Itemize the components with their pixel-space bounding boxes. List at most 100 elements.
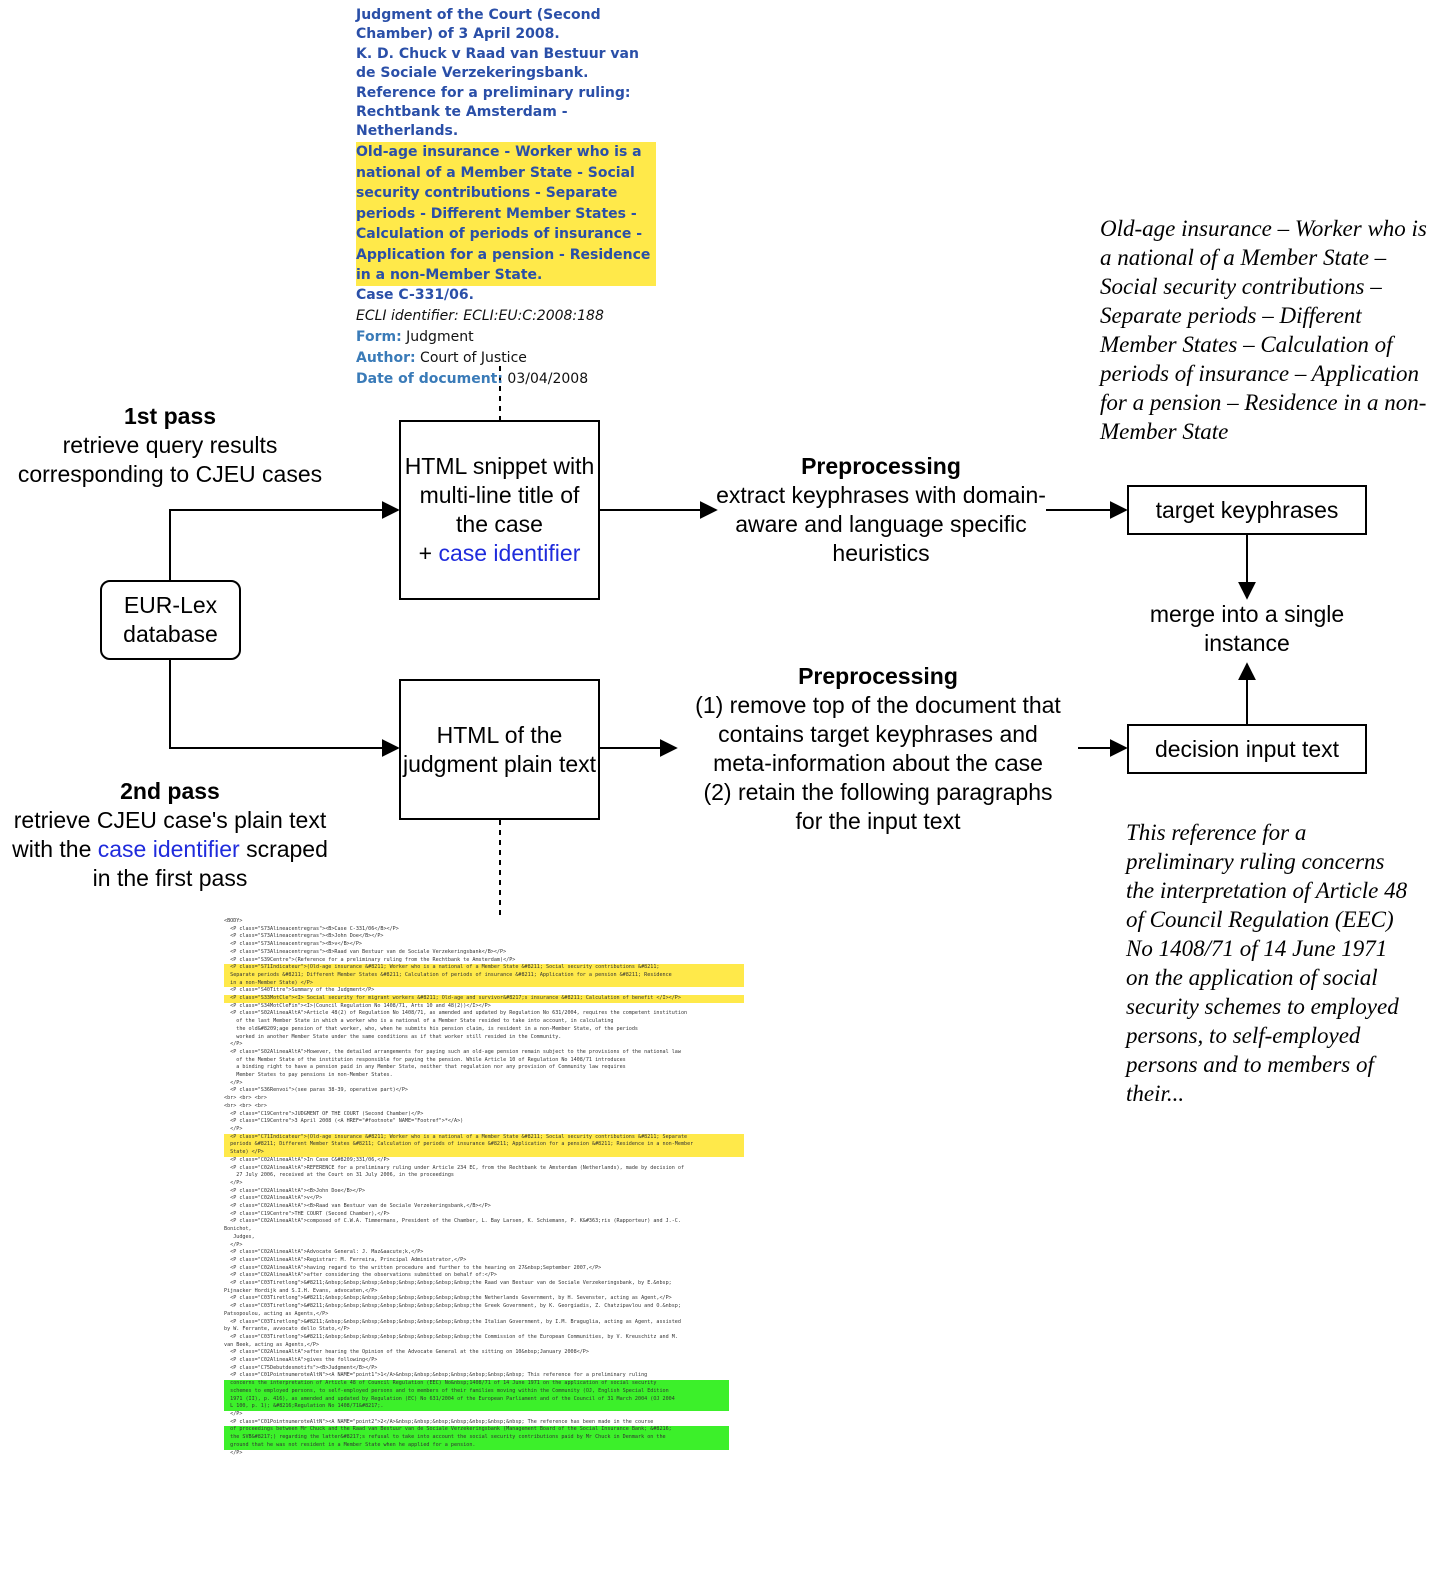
first-pass-title: 1st pass bbox=[123, 403, 217, 429]
code-line: </P> bbox=[224, 1241, 243, 1248]
preprocessing-1-title: Preprocessing bbox=[801, 453, 961, 479]
code-line: Member States to pay pensions in non-Mem… bbox=[224, 1072, 393, 1079]
snippet-ecli: ECLI identifier: ECLI:EU:C:2008:188 bbox=[356, 307, 604, 324]
preprocessing-2-line-4: (2) retain the following paragraphs bbox=[703, 779, 1053, 805]
code-line: van Beek, acting as Agents,</P> bbox=[224, 1341, 320, 1348]
code-line: <P class="C02AlineaAltA">after consideri… bbox=[224, 1272, 497, 1279]
snippet-title-line-1: Judgment of the Court (Second Chamber) o… bbox=[356, 7, 601, 42]
code-line: <P class="C02AlineaAltA">Advocate Genera… bbox=[224, 1249, 424, 1256]
first-pass-label: 1st pass retrieve query results correspo… bbox=[0, 402, 340, 489]
code-line: </P> bbox=[224, 1179, 243, 1186]
snippet-case-number: Case C-331/06. bbox=[356, 286, 474, 303]
code-line: of the Member State of the institution r… bbox=[224, 1056, 626, 1063]
code-line: <P class="C01PointnumeroteAltN"><A NAME=… bbox=[224, 1372, 648, 1379]
code-line: </P> bbox=[224, 1411, 243, 1417]
code-line: <P class="C75Debutdesmotifs"><B>Judgment… bbox=[224, 1364, 378, 1371]
target-keyphrases-node: target keyphrases bbox=[1127, 485, 1367, 535]
code-line: </P> bbox=[224, 1079, 243, 1086]
snippet-author: Author: Court of Justice bbox=[356, 349, 527, 366]
code-line: <P class="C02AlineaAltA"><B>John Doe</B>… bbox=[224, 1187, 366, 1194]
html-snippet-excerpt: Judgment of the Court (Second Chamber) o… bbox=[356, 6, 656, 390]
code-line: <br> <br> <br> bbox=[224, 1095, 267, 1102]
html-plaintext-node: HTML of the judgment plain text bbox=[399, 679, 600, 820]
code-line: Pijnacker Hordijk and S.I.H. Evans, advo… bbox=[224, 1287, 378, 1294]
code-line: worked in another Member State under the… bbox=[224, 1033, 562, 1040]
code-line: <P class="S02AlineaAltA">However, the de… bbox=[224, 1048, 681, 1055]
code-line: <P class="C02AlineaAltA">Registrar: M. F… bbox=[224, 1256, 467, 1263]
code-line: Judges, bbox=[224, 1233, 255, 1240]
code-line: <P class="C71Indicateur">(Old-age insura… bbox=[224, 1133, 744, 1142]
snippet-keyphrases-highlight: Old-age insurance - Worker who is a nati… bbox=[356, 142, 656, 286]
eurlex-database-node: EUR-Lex database bbox=[100, 580, 241, 660]
code-line: <P class="C19Centre">JUDGMENT OF THE COU… bbox=[224, 1110, 424, 1117]
code-line: by W. Ferrante, avvocato dello Stato,</P… bbox=[224, 1326, 350, 1333]
code-line: <P class="S40Titre">Summary of the Judgm… bbox=[224, 987, 375, 994]
code-line: <P class="S71Indicateur">(Old-age insura… bbox=[224, 964, 744, 972]
code-line: <P class="C19Centre">3 April 2008 (<A HR… bbox=[224, 1118, 464, 1125]
code-line: <P class="C02AlineaAltA">REFERENCE for a… bbox=[224, 1164, 685, 1171]
code-line: periods &#8211; Different Member States … bbox=[224, 1141, 744, 1150]
code-line: <P class="S02AlineaAltA">Article 48(2) o… bbox=[224, 1010, 688, 1017]
preprocessing-2-line-3: meta-information about the case bbox=[713, 750, 1043, 776]
preprocessing-2-line-5: for the input text bbox=[795, 808, 961, 834]
code-line: <P class="C03Tiretlong">&#8211;&nbsp;&nb… bbox=[224, 1280, 672, 1287]
preprocessing-1-text: extract keyphrases with domain-aware and… bbox=[716, 482, 1046, 566]
code-line: Bonichot, bbox=[224, 1226, 252, 1233]
code-line: <P class="C02AlineaAltA">after hearing t… bbox=[224, 1349, 589, 1356]
code-line: State) </P> bbox=[224, 1149, 744, 1157]
preprocessing-2-line-1: (1) remove top of the document that bbox=[695, 692, 1061, 718]
code-line: 1971 (II), p. 416), as amended and updat… bbox=[224, 1395, 729, 1404]
code-line: <P class="S73Alineacentregras"><B>Raad v… bbox=[224, 948, 507, 955]
code-line: a binding right to have a pension paid i… bbox=[224, 1064, 626, 1071]
preprocessing-keyphrases-label: Preprocessing extract keyphrases with do… bbox=[716, 452, 1046, 568]
code-line: <P class="S36Renvoi">(see paras 38-39, o… bbox=[224, 1087, 409, 1094]
html-snippet-node-identifier: + case identifier bbox=[418, 540, 581, 566]
decision-input-node: decision input text bbox=[1127, 724, 1367, 774]
arrow-eurlex-to-plaintext bbox=[169, 660, 400, 757]
code-line: <P class="S73Alineacentregras"><B>Case C… bbox=[224, 925, 399, 932]
code-line: <P class="C02AlineaAltA">gives the follo… bbox=[224, 1357, 378, 1364]
code-line: 27 July 2006, received at the Court on 3… bbox=[224, 1172, 455, 1179]
code-line: <P class="C03Tiretlong">&#8211;&nbsp;&nb… bbox=[224, 1318, 681, 1325]
html-snippet-node: HTML snippet with multi-line title of th… bbox=[399, 420, 600, 600]
html-snippet-node-text: HTML snippet with multi-line title of th… bbox=[404, 453, 595, 537]
code-line: <P class="S39Centre">(Reference for a pr… bbox=[224, 956, 516, 963]
code-line: ground that he was not resident in a Mem… bbox=[224, 1441, 729, 1450]
code-line: <P class="C03Tiretlong">&#8211;&nbsp;&nb… bbox=[224, 1295, 672, 1302]
second-pass-label: 2nd pass retrieve CJEU case's plain text… bbox=[0, 777, 340, 893]
code-line: of proceedings between Mr Chuck and the … bbox=[224, 1426, 729, 1435]
code-line: L 100, p. 1); &#8216;Regulation No 1408/… bbox=[224, 1403, 729, 1411]
keyphrases-example-text: Old-age insurance – Worker who is a nati… bbox=[1100, 216, 1427, 444]
first-pass-text: retrieve query results corresponding to … bbox=[17, 432, 323, 487]
code-line: <BODY> bbox=[224, 918, 243, 924]
code-line: <br> <br> <br> bbox=[224, 1102, 267, 1109]
code-line: <P class="S34MotCleFin"><I>(Council Regu… bbox=[224, 1002, 491, 1009]
preprocessing-input-label: Preprocessing (1) remove top of the docu… bbox=[678, 662, 1078, 836]
snippet-date: Date of document: 03/04/2008 bbox=[356, 370, 589, 387]
code-line: <P class="C02AlineaAltA"><B>Raad van Bes… bbox=[224, 1203, 491, 1210]
code-line: <P class="C02AlineaAltA">v</P> bbox=[224, 1195, 323, 1202]
code-line: <P class="S73Alineacentregras"><B>v</B><… bbox=[224, 941, 363, 948]
code-line: <P class="C19Centre">THE COURT (Second C… bbox=[224, 1210, 390, 1217]
code-line: Separate periods &#8211; Different Membe… bbox=[224, 971, 744, 980]
code-line: in a non-Member State) </P> bbox=[224, 979, 744, 988]
code-line: Patsopoulou, acting as Agents,</P> bbox=[224, 1310, 329, 1317]
snippet-form: Form: Judgment bbox=[356, 328, 474, 345]
preprocessing-2-title: Preprocessing bbox=[798, 663, 958, 689]
code-line: </P> bbox=[224, 1125, 243, 1132]
input-text-example: This reference for a preliminary ruling … bbox=[1126, 820, 1408, 1106]
second-pass-text: retrieve CJEU case's plain text with the… bbox=[12, 807, 328, 891]
merge-node: merge into a single instance bbox=[1149, 601, 1345, 656]
code-line: <P class="C03Tiretlong">&#8211;&nbsp;&nb… bbox=[224, 1303, 681, 1310]
code-line: concerns the interpretation of Article 4… bbox=[224, 1380, 729, 1388]
code-line: </P> bbox=[224, 1041, 243, 1048]
judgment-html-excerpt: <BODY> <P class="S73Alineacentregras"><B… bbox=[224, 918, 784, 1457]
code-line: the old&#8209;age pension of that worker… bbox=[224, 1025, 639, 1032]
arrow-eurlex-to-snippet bbox=[169, 501, 400, 580]
code-line: <P class="S73Alineacentregras"><B>John D… bbox=[224, 933, 384, 940]
code-line: <P class="C02AlineaAltA">composed of C.W… bbox=[224, 1218, 681, 1225]
code-line: <P class="C01PointnumeroteAltN"><A NAME=… bbox=[224, 1418, 654, 1425]
second-pass-title: 2nd pass bbox=[120, 778, 220, 804]
code-line: </P> bbox=[224, 1449, 243, 1456]
